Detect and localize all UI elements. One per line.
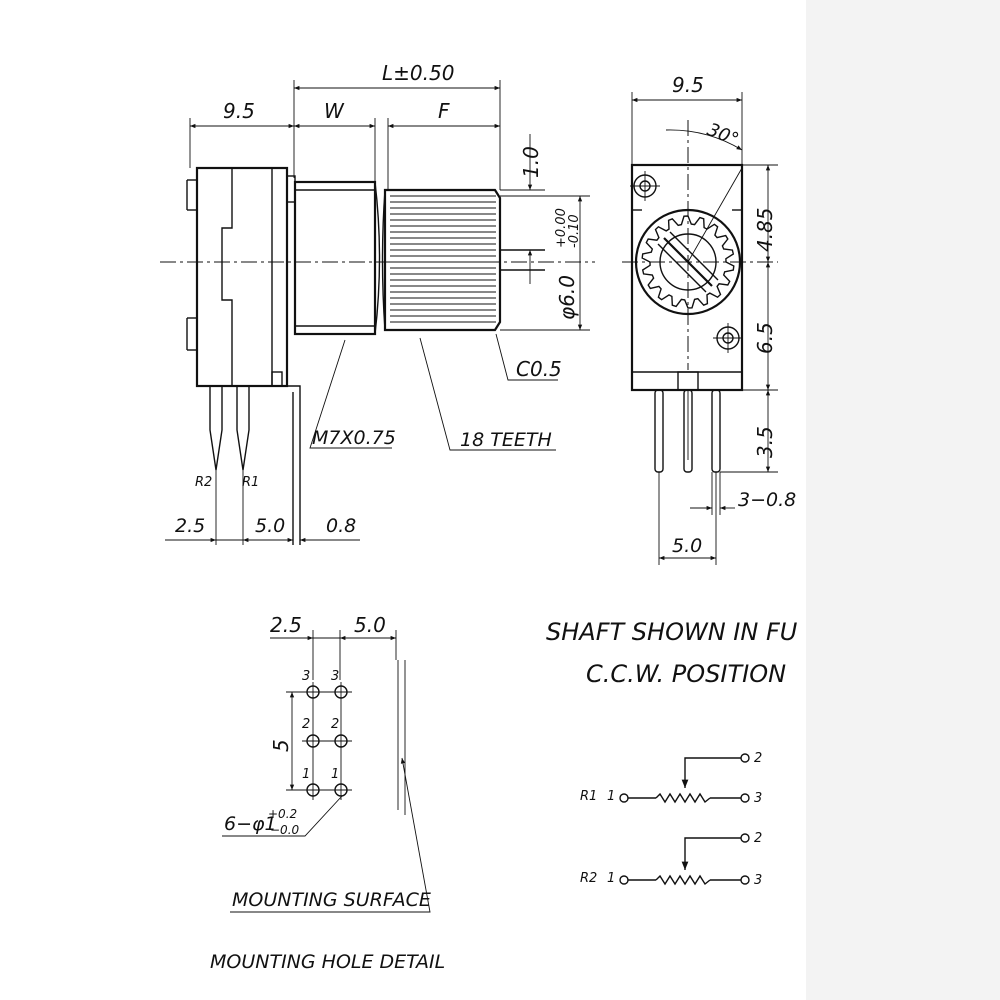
mount-dim-5: 5 xyxy=(269,739,293,752)
side-dim-0-8: 0.8 xyxy=(326,515,356,537)
side-labels: 9.5 L±0.50 W F 1.0 φ6.0 +0.00 -0.10 C0.5… xyxy=(175,61,582,537)
schematic-r1: R1 1 2 3 xyxy=(580,751,762,806)
side-dimensions xyxy=(165,80,590,543)
side-label-thread: M7X0.75 xyxy=(312,427,396,449)
side-bushing xyxy=(293,180,381,336)
front-view: 9.5 30° 4.85 6.5 3.5 3−0.8 5.0 xyxy=(622,73,796,565)
side-dim-shaft-tol-upper: +0.00 xyxy=(554,208,569,248)
hole-spec: 6−φ1 xyxy=(224,813,277,835)
front-pins xyxy=(654,389,721,473)
mounting-hole-detail: 2.5 5.0 5 3 3 2 2 1 1 6−φ1 +0.2 −0.0 MOU… xyxy=(210,613,445,973)
side-label-chamfer: C0.5 xyxy=(516,357,562,381)
front-dim-3-5: 3.5 xyxy=(753,426,777,458)
shaft-notes: SHAFT SHOWN IN FU C.C.W. POSITION xyxy=(546,618,798,688)
side-pins xyxy=(209,385,301,545)
note-line-2: C.C.W. POSITION xyxy=(586,660,786,688)
row-label-right-3: 3 xyxy=(331,669,339,684)
r1-name: R1 xyxy=(580,789,597,804)
front-dim-6-5: 6.5 xyxy=(753,322,777,354)
front-dim-9-5: 9.5 xyxy=(672,73,704,97)
r2-pin-1: 1 xyxy=(607,871,615,886)
mounting-labels: 2.5 5.0 5 3 3 2 2 1 1 6−φ1 +0.2 −0.0 MOU… xyxy=(210,613,445,973)
side-shaft xyxy=(381,188,545,332)
side-dim-W: W xyxy=(324,99,345,123)
mount-dim-2-5: 2.5 xyxy=(270,613,302,637)
r1-pin-2: 2 xyxy=(754,751,762,766)
page-margin xyxy=(806,0,1000,1000)
side-pin-r2: R2 xyxy=(195,475,212,490)
knurl-lines xyxy=(390,195,496,323)
r1-pin-3: 3 xyxy=(754,791,762,806)
mount-dim-5-0: 5.0 xyxy=(354,613,386,637)
front-dim-3-0-8: 3−0.8 xyxy=(738,489,796,511)
side-dim-L: L±0.50 xyxy=(382,61,454,85)
r1-pin-1: 1 xyxy=(607,789,615,804)
front-angle-30: 30° xyxy=(704,119,741,150)
side-label-teeth: 18 TEETH xyxy=(460,429,552,451)
r2-pin-3: 3 xyxy=(754,873,762,888)
front-dimensions xyxy=(631,92,778,565)
schematic: R1 1 2 3 R2 1 2 3 xyxy=(580,751,762,888)
front-labels: 9.5 30° 4.85 6.5 3.5 3−0.8 5.0 xyxy=(672,73,796,557)
side-dim-1-0: 1.0 xyxy=(519,146,543,178)
side-dim-9-5: 9.5 xyxy=(223,99,255,123)
side-pin-r1: R1 xyxy=(242,475,259,490)
front-knob xyxy=(634,167,743,316)
side-dim-5-0: 5.0 xyxy=(255,515,285,537)
hole-spec-tol-lower: −0.0 xyxy=(270,823,300,837)
row-label-left-1: 1 xyxy=(302,767,310,782)
front-dim-4-85: 4.85 xyxy=(753,207,777,252)
row-label-right-1: 1 xyxy=(331,767,339,782)
row-label-left-2: 2 xyxy=(302,717,310,732)
front-dim-5-0: 5.0 xyxy=(672,535,702,557)
side-dim-2-5: 2.5 xyxy=(175,515,205,537)
r2-pin-2: 2 xyxy=(754,831,762,846)
hole-spec-tol-upper: +0.2 xyxy=(268,807,297,821)
side-dim-shaft-dia: φ6.0 xyxy=(555,275,579,320)
note-line-1: SHAFT SHOWN IN FU xyxy=(546,618,798,646)
side-body xyxy=(186,166,296,388)
front-mount-holes xyxy=(630,171,743,353)
side-dim-shaft-tol-lower: -0.10 xyxy=(567,214,582,248)
r2-name: R2 xyxy=(580,871,597,886)
row-label-right-2: 2 xyxy=(331,717,339,732)
schematic-r2: R2 1 2 3 xyxy=(580,831,762,888)
hole-grid xyxy=(302,682,352,800)
side-dim-F: F xyxy=(438,99,450,123)
mounting-hole-title: MOUNTING HOLE DETAIL xyxy=(210,951,445,973)
side-view: 9.5 L±0.50 W F 1.0 φ6.0 +0.00 -0.10 C0.5… xyxy=(160,61,595,545)
row-label-left-3: 3 xyxy=(302,669,310,684)
mounting-surface-label: MOUNTING SURFACE xyxy=(232,889,431,911)
